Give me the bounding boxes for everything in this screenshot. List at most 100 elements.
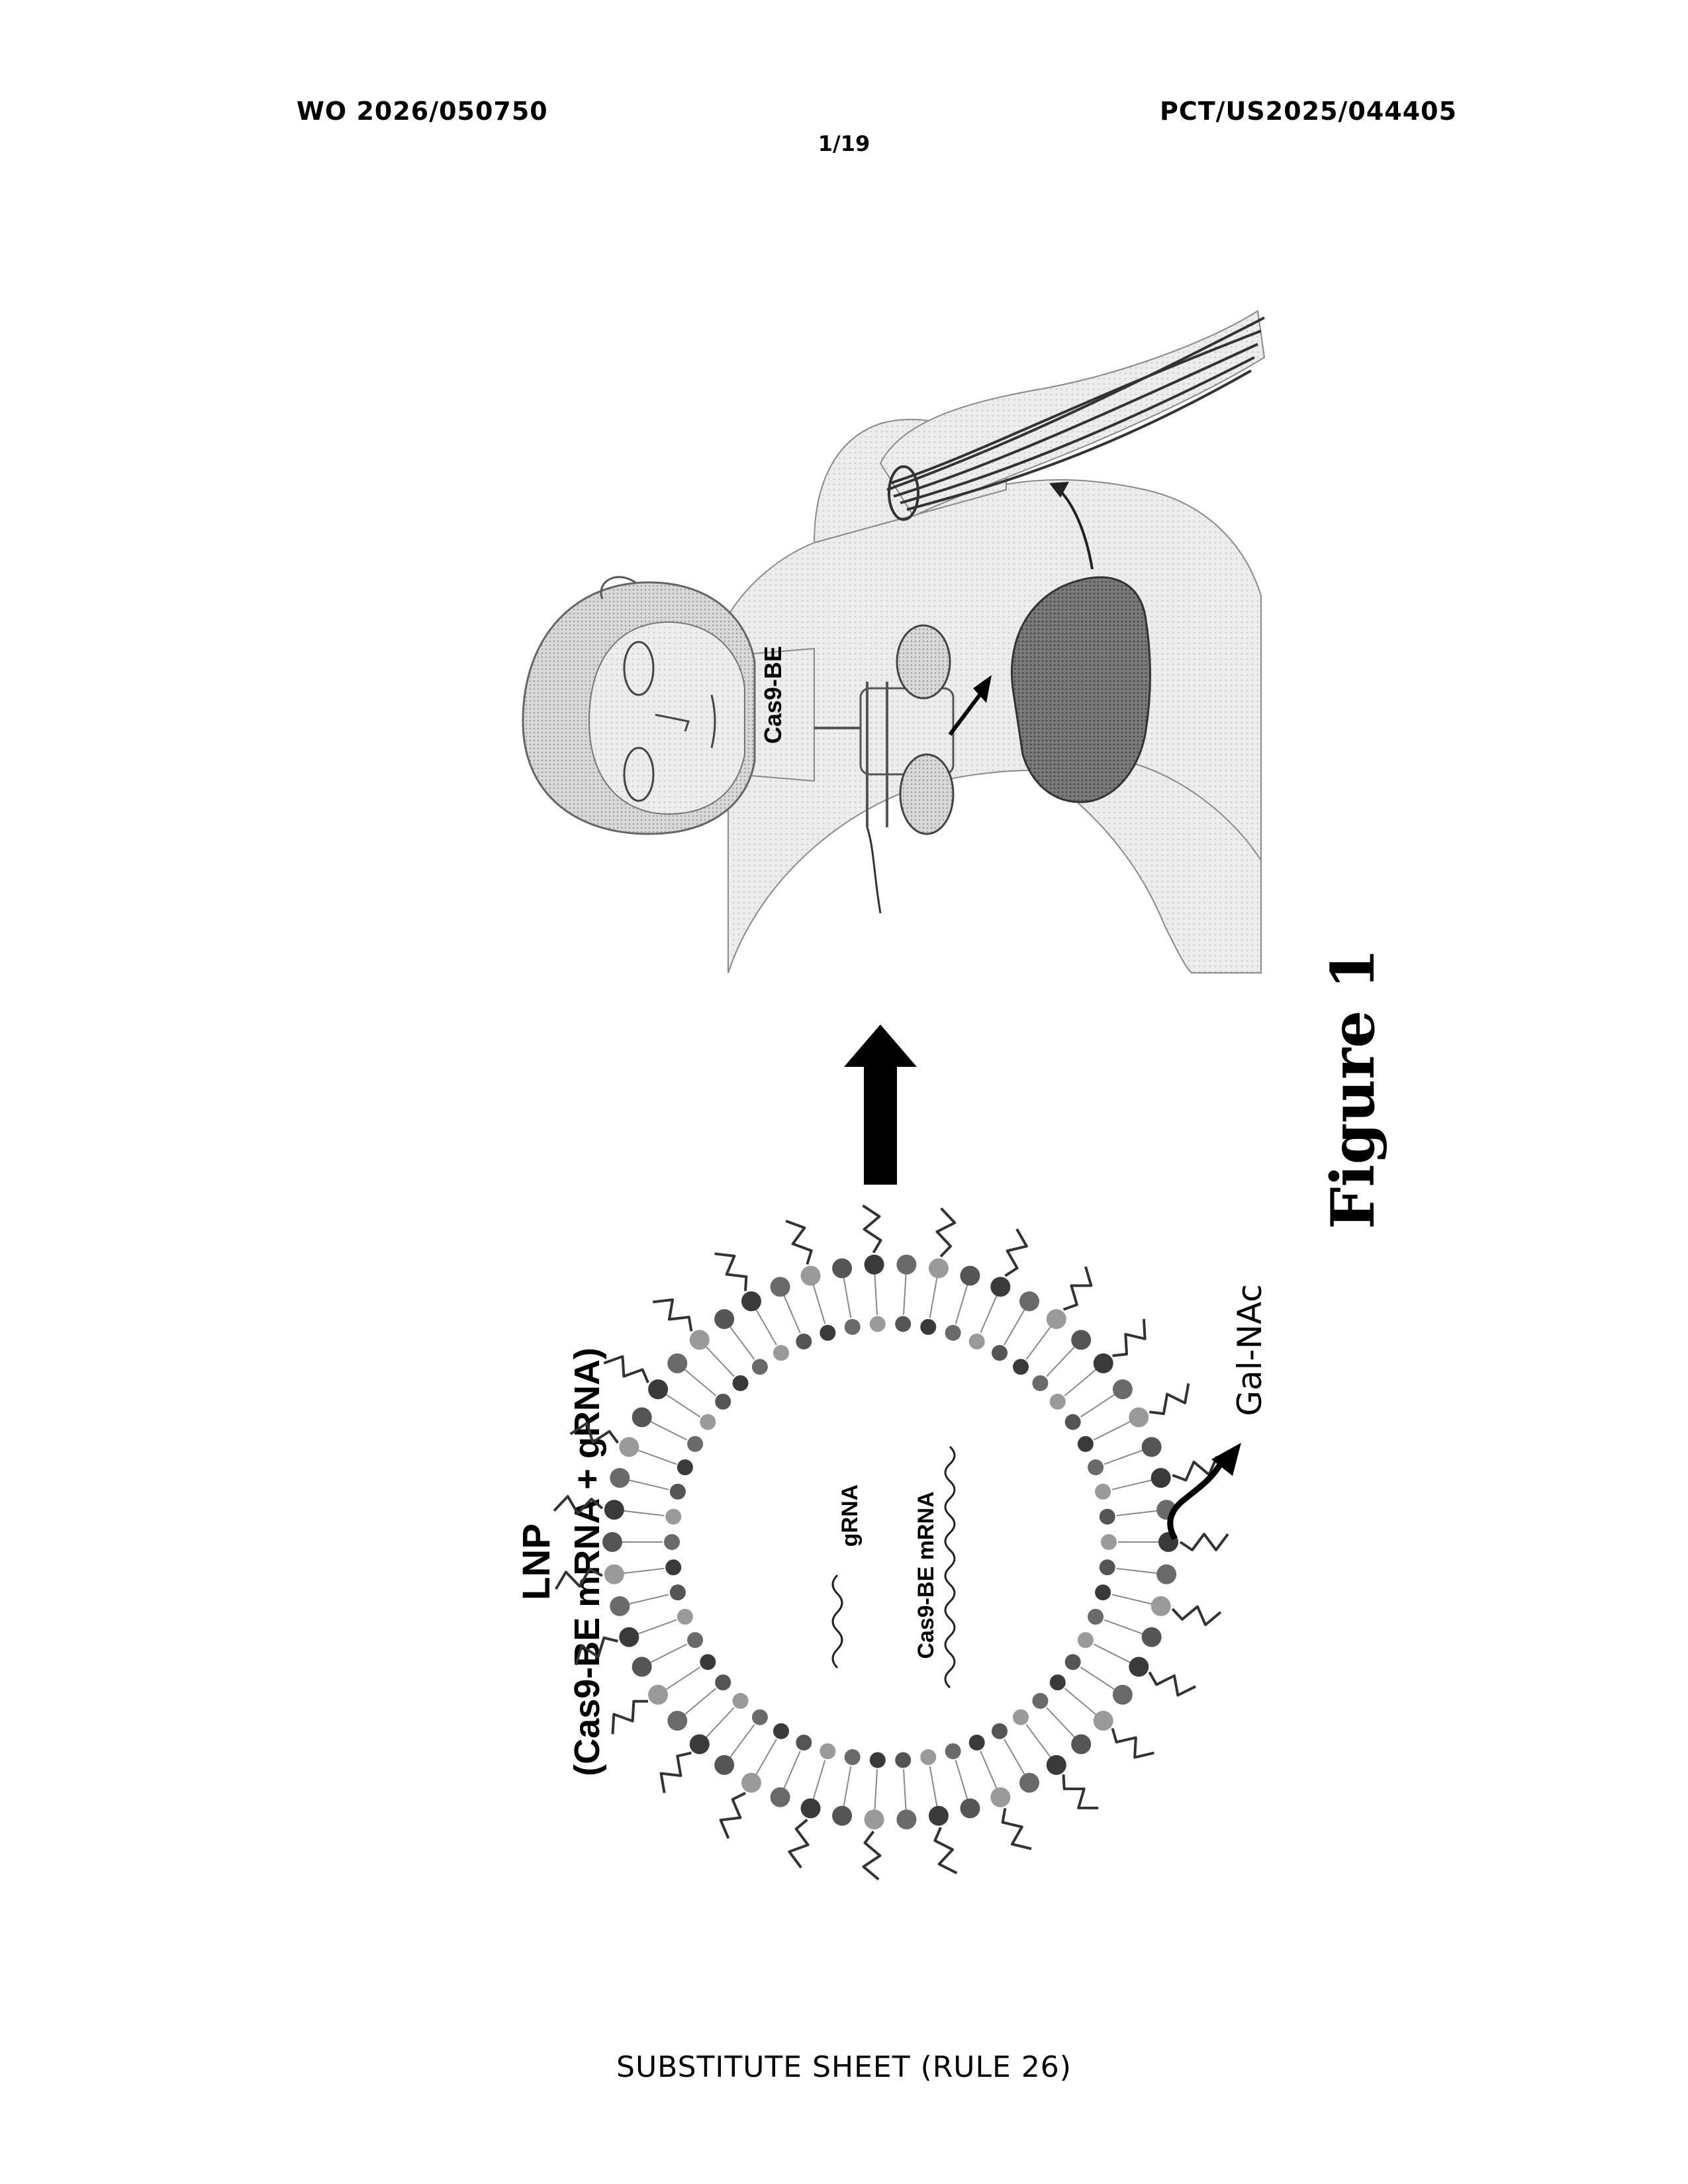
editor-label: Cas9-BE: [759, 646, 786, 744]
lipid-head-inner: [773, 1723, 789, 1739]
lipid-head-outer: [632, 1657, 652, 1676]
lipid-tail: [666, 1394, 686, 1408]
peg-chain: [1172, 1607, 1221, 1625]
lipid-tail: [706, 1720, 722, 1737]
lipid-tail: [980, 1751, 987, 1767]
peg-chain: [1003, 1808, 1031, 1848]
lipid-head-outer: [771, 1788, 790, 1807]
lipid-head-inner: [677, 1459, 693, 1475]
lipid-head-inner: [1013, 1709, 1029, 1725]
mrna-strand: [945, 1447, 955, 1688]
lipid-head-outer: [667, 1711, 687, 1731]
lipid-tail: [744, 1345, 755, 1359]
lipid-tail: [730, 1326, 744, 1345]
lipid-tail: [988, 1767, 997, 1789]
lipid-tail: [684, 1700, 703, 1715]
lipid-head-outer: [1129, 1408, 1149, 1428]
lipid-head-outer: [1071, 1734, 1091, 1754]
lipid-head-outer: [832, 1258, 852, 1278]
lipid-tail: [930, 1301, 933, 1318]
lipid-head-inner: [1078, 1436, 1094, 1452]
lipid-tail: [637, 1450, 660, 1458]
lipid-tail: [1129, 1480, 1152, 1485]
lipid-tail: [1133, 1511, 1157, 1514]
lipid-head-outer: [619, 1437, 639, 1457]
lipid-head-inner: [920, 1319, 936, 1335]
lipid-head-outer: [1156, 1565, 1176, 1584]
lipid-head-outer: [648, 1379, 668, 1399]
lipid-head-outer: [1019, 1773, 1039, 1793]
lipid-tail: [820, 1760, 825, 1777]
lipid-head-inner: [1013, 1359, 1029, 1375]
lipid-tail: [624, 1511, 647, 1514]
peg-chain: [935, 1827, 957, 1873]
lipid-tail: [820, 1308, 825, 1324]
lnp-title: LNP: [515, 1524, 558, 1600]
lipid-tail: [905, 1786, 906, 1810]
lipid-tail: [706, 1347, 722, 1364]
lipid-head-inner: [969, 1334, 985, 1349]
lipid-head-outer: [929, 1806, 949, 1826]
lipid-head-outer: [801, 1798, 821, 1818]
lipid-head-outer: [801, 1266, 821, 1286]
lipid-tail: [1121, 1626, 1143, 1634]
grna-label: gRNA: [837, 1484, 863, 1547]
lipid-tail: [814, 1285, 820, 1307]
lipid-head-outer: [929, 1258, 949, 1278]
peg-chain: [653, 1300, 691, 1332]
lipid-tail: [768, 1330, 776, 1345]
lipid-head-outer: [1142, 1627, 1162, 1647]
lipid-head-inner: [670, 1584, 686, 1600]
lnp-subtitle: (Cas9-BE mRNA + gRNA): [567, 1347, 607, 1776]
lipid-head-inner: [1032, 1375, 1048, 1391]
peg-chain: [1064, 1774, 1099, 1808]
lipid-tail: [650, 1652, 671, 1662]
lipid-head-inner: [895, 1316, 911, 1332]
lipid-head-outer: [604, 1500, 624, 1520]
lipid-tail: [730, 1739, 744, 1758]
lipid-head-inner: [752, 1709, 768, 1725]
lipid-tail: [1065, 1688, 1078, 1700]
lipid-head-outer: [1094, 1711, 1113, 1731]
liver: [1011, 577, 1150, 802]
lipid-head-outer: [1094, 1353, 1113, 1373]
lipid-tail: [1013, 1754, 1025, 1774]
lipid-head-inner: [895, 1752, 911, 1768]
lipid-head-outer: [1151, 1468, 1171, 1488]
lipid-tail: [1004, 1330, 1013, 1345]
lipid-head-outer: [714, 1309, 734, 1329]
peg-chain: [1113, 1319, 1145, 1355]
lipid-head-outer: [896, 1255, 916, 1275]
lipid-tail: [1080, 1408, 1095, 1417]
lipid-head-inner: [733, 1375, 749, 1391]
lipid-head-inner: [945, 1743, 961, 1759]
lipid-tail: [1026, 1725, 1037, 1739]
lipid-head-inner: [670, 1484, 686, 1500]
peg-chain: [1149, 1672, 1196, 1696]
lipid-head-inner: [820, 1743, 835, 1759]
lipid-head-inner: [969, 1735, 985, 1751]
lipid-tail: [1004, 1739, 1013, 1754]
lipid-head-outer: [865, 1255, 884, 1275]
lipid-head-outer: [1142, 1437, 1162, 1457]
lipid-tail: [1112, 1486, 1129, 1490]
lipid-head-inner: [715, 1674, 731, 1690]
lipid-head-outer: [632, 1408, 652, 1428]
lipid-head-outer: [741, 1291, 761, 1311]
lipid-head-outer: [604, 1565, 624, 1584]
lipid-tail: [1013, 1309, 1025, 1330]
lipid-tail: [905, 1274, 906, 1298]
lipid-tail: [904, 1769, 905, 1786]
lipid-head-inner: [1095, 1484, 1111, 1500]
lipid-head-inner: [992, 1345, 1008, 1361]
lipid-tail: [874, 1786, 876, 1810]
lipid-tail: [956, 1760, 961, 1777]
lipid-head-outer: [602, 1532, 622, 1552]
peg-chain: [721, 1793, 745, 1838]
peg-chain: [661, 1753, 692, 1794]
lipid-head-inner: [687, 1436, 703, 1452]
lipid-head-inner: [1101, 1534, 1117, 1550]
lipid-head-inner: [870, 1752, 886, 1768]
lipid-tail: [988, 1295, 997, 1317]
